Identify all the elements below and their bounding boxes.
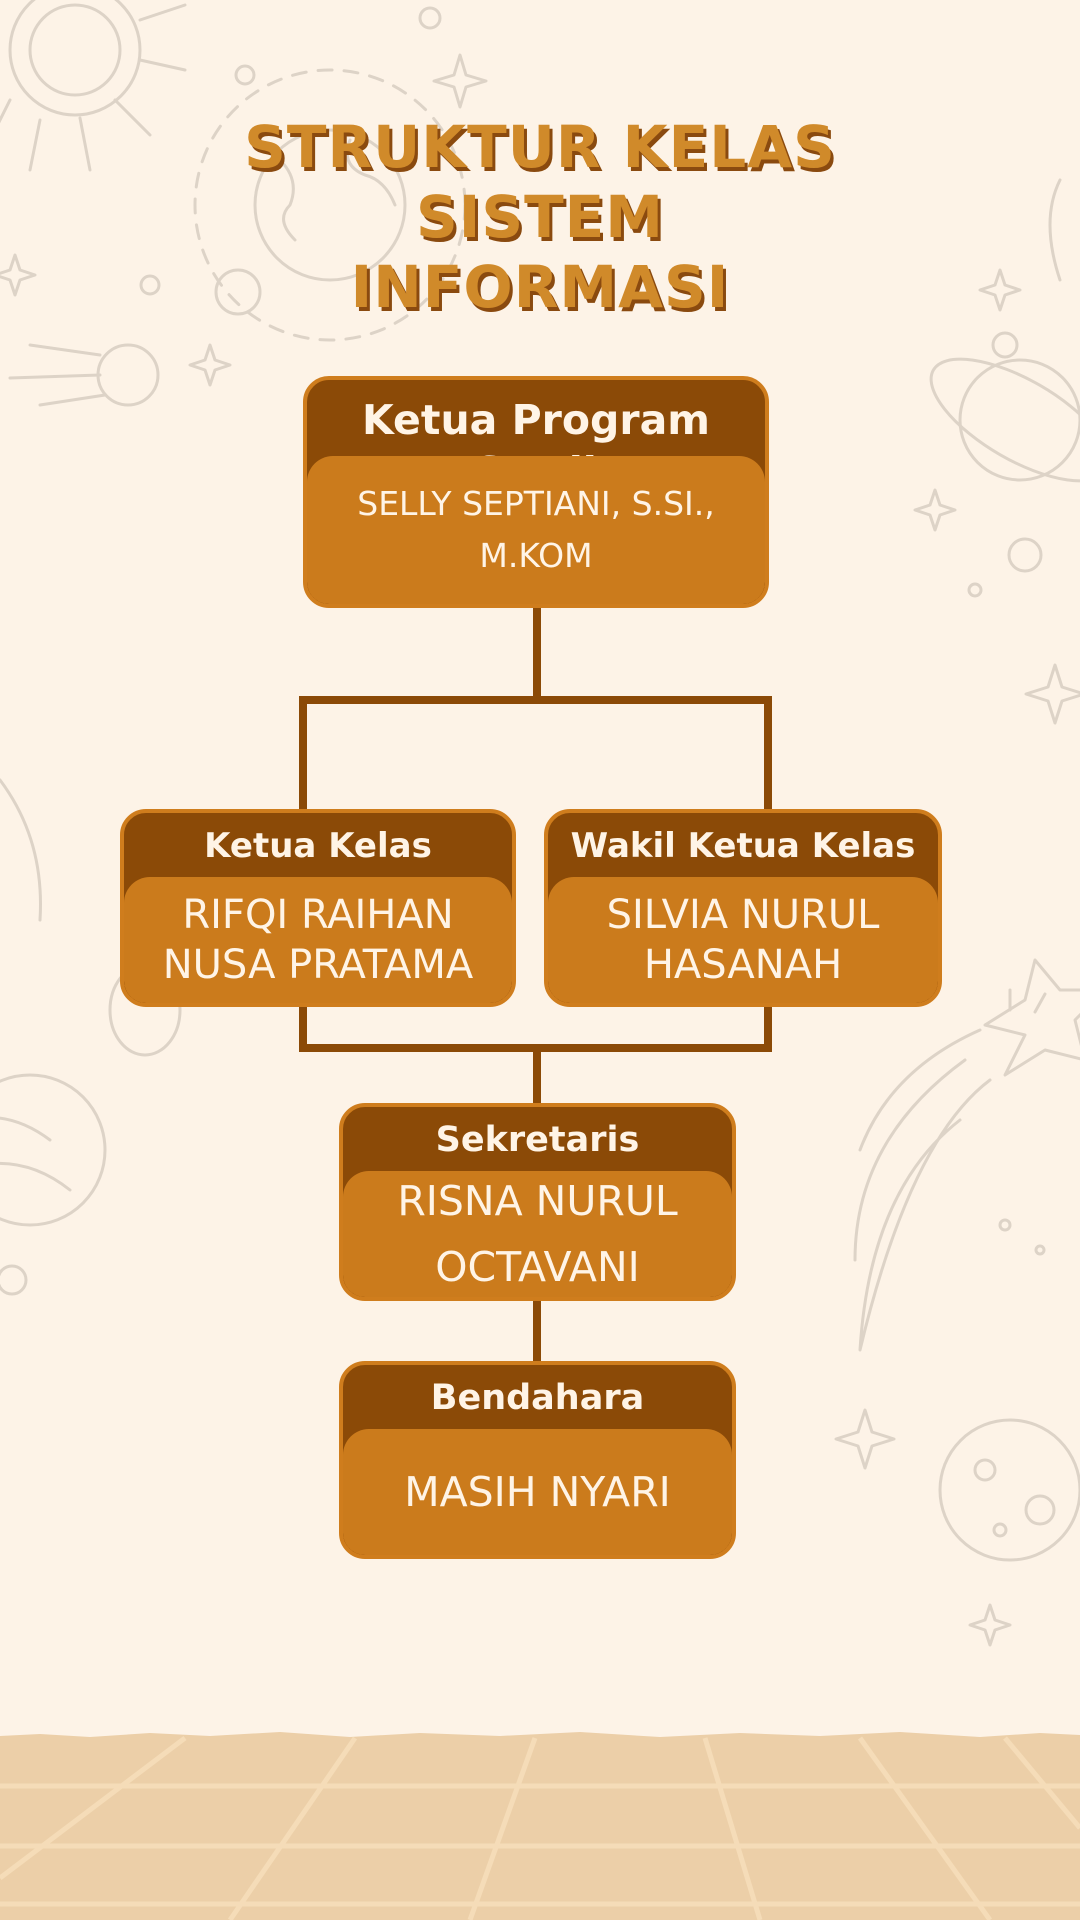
node-name-box: RIFQI RAIHAN NUSA PRATAMA [124, 877, 512, 1003]
node-name-line-2: OCTAVANI [435, 1243, 640, 1291]
ringed-planet-icon [929, 178, 1080, 598]
node-bendahara: Bendahara MASIH NYARI [339, 1361, 736, 1559]
node-role-label: Wakil Ketua Kelas [570, 826, 916, 866]
node-wakil-ketua-kelas: Wakil Ketua Kelas SILVIA NURUL HASANAH [544, 809, 942, 1007]
moon-icon [938, 1418, 1080, 1562]
node-role-label: Bendahara [430, 1378, 645, 1418]
title-line-1: STRUKTUR KELAS SISTEM [244, 113, 836, 251]
node-name-line-2: NUSA PRATAMA [162, 942, 474, 988]
node-name-line-1: SELLY SEPTIANI, S.SI., [357, 484, 715, 523]
floor-tiles [0, 1732, 1080, 1920]
node-name-line-2: M.KOM [479, 536, 593, 575]
node-name-line-1: SILVIA NURUL [606, 892, 880, 938]
node-name-box: RISNA NURUL OCTAVANI [343, 1171, 732, 1297]
page-title: STRUKTUR KELAS SISTEM INFORMASI [140, 112, 940, 322]
node-name-box: SELLY SEPTIANI, S.SI., M.KOM [307, 456, 765, 604]
node-name-line-1: RIFQI RAIHAN [182, 892, 454, 938]
title-line-2: INFORMASI [350, 253, 730, 321]
comet-icon [8, 343, 160, 407]
shooting-star-icon [853, 958, 1080, 1352]
node-name-line-1: MASIH NYARI [404, 1468, 671, 1516]
node-role-label: Sekretaris [435, 1120, 640, 1160]
node-ketua-kelas: Ketua Kelas RIFQI RAIHAN NUSA PRATAMA [120, 809, 516, 1007]
sparkle-star-icon [0, 53, 1080, 1647]
node-name-box: MASIH NYARI [343, 1429, 732, 1555]
node-name-line-2: HASANAH [643, 942, 843, 988]
sun-icon [0, 0, 187, 172]
node-role-label: Ketua Kelas [204, 826, 432, 866]
planet-icon [139, 6, 467, 342]
connector-bottom-branch [299, 1000, 772, 1052]
node-sekretaris: Sekretaris RISNA NURUL OCTAVANI [339, 1103, 736, 1301]
connector-top-branch [299, 696, 772, 815]
node-name-box: SILVIA NURUL HASANAH [548, 877, 938, 1003]
node-ketua-program-studi: Ketua Program Studi SELLY SEPTIANI, S.SI… [303, 376, 769, 608]
node-name-line-1: RISNA NURUL [397, 1177, 678, 1225]
